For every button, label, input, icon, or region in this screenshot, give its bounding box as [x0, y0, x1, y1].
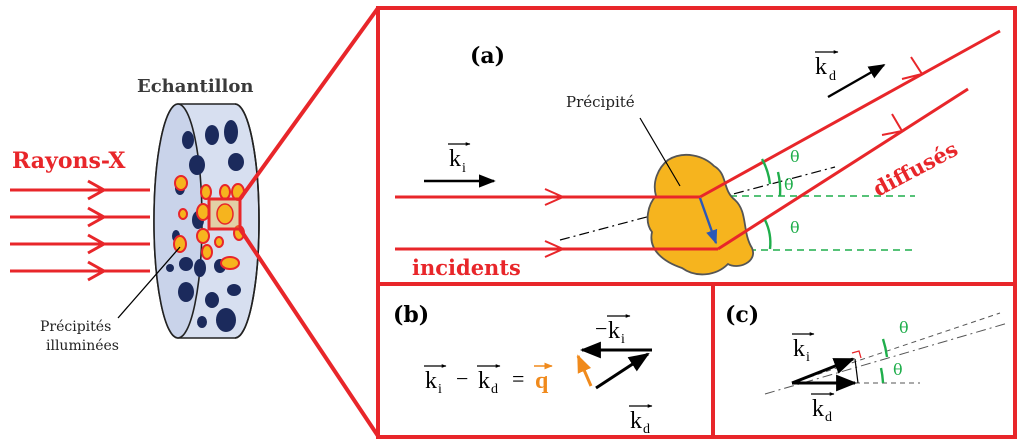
- panel-b: (b) k i − k d = q − k i k d: [393, 302, 653, 437]
- kd-direction-arrow: [827, 63, 886, 99]
- panel-c-tag: (c): [725, 302, 759, 328]
- eq-ki-letter: k: [425, 368, 437, 394]
- r-vector: [698, 197, 718, 245]
- precipitate-particle: [646, 153, 754, 276]
- eq-kd-sub: d: [491, 382, 498, 397]
- precipitates-label-line1: Précipités: [40, 319, 111, 335]
- panel-a: (a) θ θ θ Précipité: [395, 29, 1001, 280]
- ki-sub: i: [462, 161, 466, 176]
- q-vector: [576, 354, 593, 387]
- precipitate-leader: [639, 117, 681, 187]
- eq-minus: −: [456, 366, 468, 391]
- minus-ki-letter: k: [608, 318, 620, 344]
- eq-kd-letter: k: [478, 368, 490, 394]
- tri-kd-sub: d: [643, 422, 650, 437]
- theta-label-2: θ: [784, 175, 794, 194]
- dark-precipitates: [166, 120, 244, 332]
- scattered-ray-2: [717, 87, 969, 251]
- eq-equals: =: [512, 366, 524, 391]
- xrays-label: Rayons-X: [12, 148, 126, 174]
- c-diff-line: [854, 358, 859, 384]
- c-ki-sub: i: [806, 350, 810, 365]
- sample-label: Echantillon: [137, 76, 253, 97]
- reference-lines: [725, 195, 915, 251]
- ki-vector-label: k i: [448, 142, 471, 176]
- panel-frame: [376, 6, 1017, 439]
- zoom-lines: [238, 6, 380, 438]
- kd-sub: d: [829, 69, 836, 84]
- scattered-ray-1: [699, 29, 1001, 199]
- c-theta-1: θ: [899, 318, 909, 337]
- eq-ki-sub: i: [438, 382, 442, 397]
- theta-label-3: θ: [790, 218, 800, 237]
- right-angle-mark: [851, 350, 862, 359]
- incidents-label: incidents: [412, 255, 521, 280]
- theta-arcs: [760, 158, 782, 250]
- kd-letter: k: [815, 54, 827, 80]
- c-theta-arcs: [879, 338, 889, 384]
- panel-c: (c) θ θ k i k d: [725, 302, 1009, 425]
- theta-label-1: θ: [790, 147, 800, 166]
- incident-xray-arrows: [10, 179, 150, 282]
- ki-letter: k: [449, 146, 461, 172]
- precipitates-label-line2: illuminées: [46, 338, 119, 354]
- diffuses-label: diffusés: [869, 136, 962, 201]
- panel-a-tag: (a): [470, 43, 505, 69]
- eq-q-letter: q: [535, 368, 549, 394]
- precipitates-leader-line: [117, 246, 181, 319]
- precipitate-label: Précipité: [566, 93, 635, 111]
- c-ki-vector: [791, 357, 855, 385]
- c-ki-letter: k: [793, 336, 805, 362]
- minus-ki-sub: i: [621, 332, 625, 347]
- c-kd-sub: d: [825, 410, 832, 425]
- panel-b-tag: (b): [393, 302, 429, 328]
- c-kd-letter: k: [812, 396, 824, 422]
- kd-vector-label: k d: [815, 50, 839, 84]
- kd-vector: [595, 352, 650, 390]
- tri-kd-letter: k: [630, 408, 642, 434]
- minus-ki-sign: −: [595, 316, 607, 341]
- c-theta-2: θ: [893, 360, 903, 379]
